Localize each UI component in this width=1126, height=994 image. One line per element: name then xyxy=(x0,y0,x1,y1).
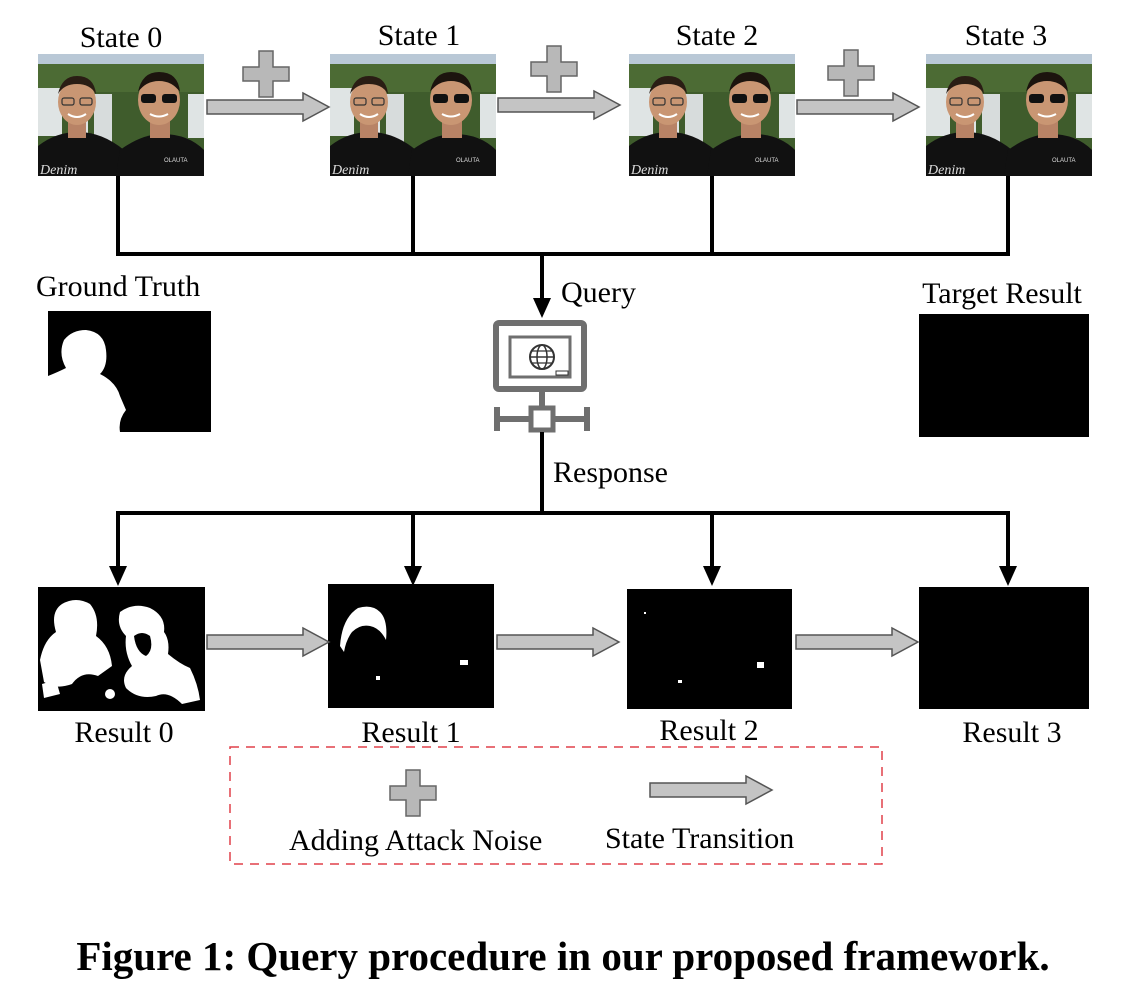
state-label-2: State 2 xyxy=(676,19,759,52)
response-arrowheads xyxy=(109,566,1017,586)
query-label: Query xyxy=(561,276,636,309)
result-mask-2 xyxy=(627,589,792,709)
result-label-3: Result 3 xyxy=(962,716,1061,749)
ground-truth-label: Ground Truth xyxy=(36,270,200,303)
result-label-2: Result 2 xyxy=(659,714,758,747)
target-result-mask xyxy=(919,314,1089,437)
response-connector-lines xyxy=(116,432,1010,568)
plus-icon xyxy=(827,49,875,97)
state-label-3: State 3 xyxy=(965,19,1048,52)
result-mask-0 xyxy=(38,587,205,711)
state-image-1 xyxy=(329,53,497,179)
query-arrowhead xyxy=(533,298,551,318)
legend-plus-icon xyxy=(389,769,437,817)
result-mask-1 xyxy=(328,584,494,708)
state-transition-arrow xyxy=(796,92,920,122)
legend-transition-label: State Transition xyxy=(605,822,794,855)
legend-arrow-icon xyxy=(649,775,773,805)
state-image-3 xyxy=(925,53,1093,179)
result-mask-3 xyxy=(919,587,1089,709)
state-image-0 xyxy=(37,53,205,179)
result-transition-arrow xyxy=(795,627,919,657)
query-connector-lines xyxy=(116,176,1010,300)
result-label-1: Result 1 xyxy=(361,716,460,749)
result-label-0: Result 0 xyxy=(74,716,173,749)
plus-icon xyxy=(242,50,290,98)
result-transition-arrow xyxy=(496,627,620,657)
legend-noise-label: Adding Attack Noise xyxy=(289,824,542,857)
server-computer-icon xyxy=(493,320,590,433)
plus-icon xyxy=(530,45,578,93)
state-transition-arrow xyxy=(497,90,621,120)
result-transition-arrow xyxy=(206,627,330,657)
state-label-0: State 0 xyxy=(80,21,163,54)
target-result-label: Target Result xyxy=(922,277,1082,310)
state-label-1: State 1 xyxy=(378,19,461,52)
response-label: Response xyxy=(553,456,668,489)
ground-truth-mask xyxy=(48,311,211,432)
figure-caption: Figure 1: Query procedure in our propose… xyxy=(76,933,1049,979)
legend-box xyxy=(229,746,883,865)
state-image-2 xyxy=(628,53,796,179)
